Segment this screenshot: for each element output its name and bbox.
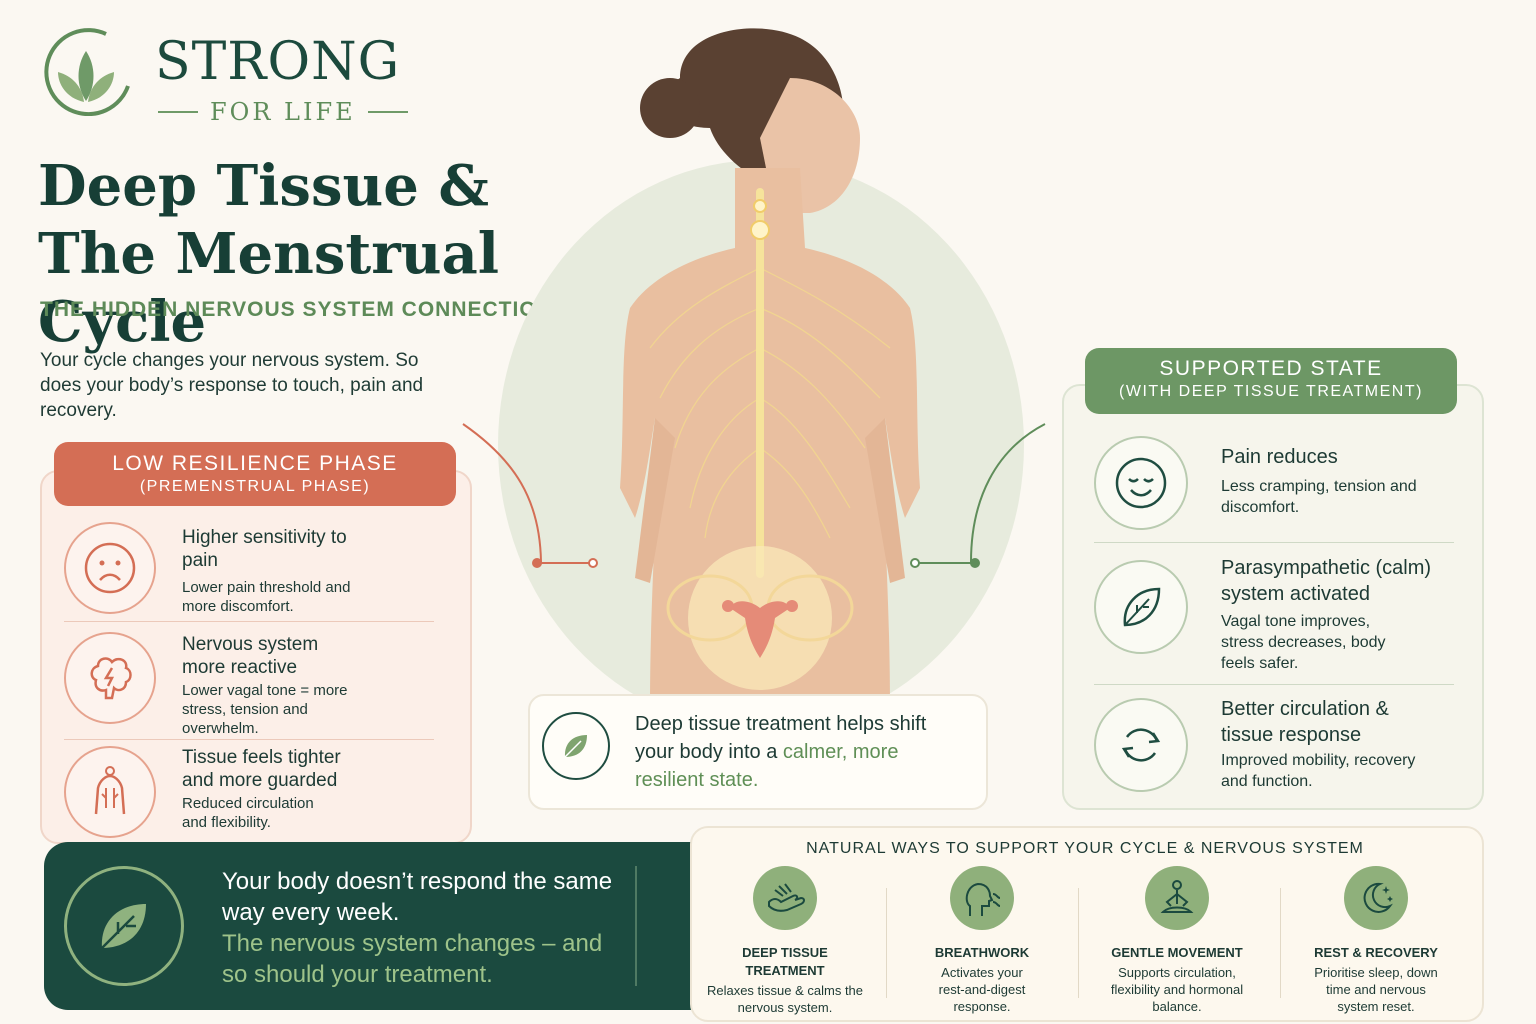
way-title: BREATHWORK xyxy=(934,945,1030,960)
divider xyxy=(886,888,887,998)
leaf-icon xyxy=(542,712,610,780)
center-callout-text: Deep tissue treatment helps shift your b… xyxy=(635,710,965,794)
sup-item-title: Parasympathetic (calm) system activated xyxy=(1221,557,1432,605)
meditation-icon xyxy=(1145,866,1209,930)
brand-name: STRONG xyxy=(155,32,401,92)
sup-item-desc: Vagal tone improves, stress decreases, b… xyxy=(1221,613,1386,672)
way-rest-recovery: REST & RECOVERY Prioritise sleep, down t… xyxy=(1281,866,1471,1015)
center-text-main: Deep tissue treatment helps shift your b… xyxy=(635,713,927,763)
logo-leaves-icon xyxy=(44,28,130,116)
back-body-illustration xyxy=(620,28,920,708)
low-phase-connector xyxy=(462,423,598,568)
center-text-highlight: calmer, more resilient state. xyxy=(635,741,899,791)
page-title: Deep Tissue & The Menstrual Cycle xyxy=(38,152,638,356)
natural-ways-panel xyxy=(690,826,1484,1022)
low-item-pain: Higher sensitivity to pain Lower pain th… xyxy=(64,522,434,618)
way-deep-tissue: DEEP TISSUE TREATMENT Relaxes tissue & c… xyxy=(690,866,880,1016)
sup-item-circulation: Better circulation & tissue response Imp… xyxy=(1094,698,1464,798)
way-desc: Supports circulation, flexibility and ho… xyxy=(1110,965,1244,1014)
sup-item-desc: Less cramping, tension and discomfort. xyxy=(1221,478,1417,516)
way-title: GENTLE MOVEMENT xyxy=(1111,945,1243,960)
page-subtitle: THE HIDDEN NERVOUS SYSTEM CONNECTION xyxy=(40,298,553,321)
low-item-title: Higher sensitivity to pain xyxy=(182,527,347,571)
low-phase-subtitle: (PREMENSTRUAL PHASE) xyxy=(139,478,371,495)
back-muscles-icon xyxy=(64,746,156,838)
low-item-title: Tissue feels tighter and more guarded xyxy=(182,747,341,791)
low-item-title: Nervous system more reactive xyxy=(182,634,319,678)
way-title: DEEP TISSUE TREATMENT xyxy=(742,945,828,978)
banner-text: Your body doesn’t respond the same way e… xyxy=(222,866,622,990)
leaf-icon xyxy=(64,866,184,986)
divider xyxy=(1280,888,1281,998)
way-title: REST & RECOVERY xyxy=(1314,945,1438,960)
intro-text: Your cycle changes your nervous system. … xyxy=(40,350,424,421)
divider xyxy=(1078,888,1079,998)
brand-tagline-text: FOR LIFE xyxy=(210,98,356,126)
calm-face-icon xyxy=(1094,436,1188,530)
low-item-nervous: Nervous system more reactive Lower vagal… xyxy=(64,632,434,737)
sad-face-icon xyxy=(64,522,156,614)
brand-tagline: FOR LIFE xyxy=(158,98,408,126)
supported-subtitle: (WITH DEEP TISSUE TREATMENT) xyxy=(1119,383,1423,400)
low-resilience-header: LOW RESILIENCE PHASE (PREMENSTRUAL PHASE… xyxy=(54,442,456,506)
banner-line-2: The nervous system changes – and so shou… xyxy=(222,930,603,988)
natural-ways-title: NATURAL WAYS TO SUPPORT YOUR CYCLE & NER… xyxy=(806,840,1364,857)
way-desc: Prioritise sleep, down time and nervous … xyxy=(1314,965,1438,1014)
divider xyxy=(64,739,434,740)
low-item-desc: Lower vagal tone = more stress, tension … xyxy=(182,682,348,737)
way-desc: Relaxes tissue & calms the nervous syste… xyxy=(706,983,864,1015)
brain-lightning-icon xyxy=(64,632,156,724)
supported-header: SUPPORTED STATE (WITH DEEP TISSUE TREATM… xyxy=(1085,348,1457,414)
low-phase-title: LOW RESILIENCE PHASE xyxy=(112,452,398,475)
sup-item-title: Pain reduces xyxy=(1221,446,1338,468)
sup-item-title: Better circulation & tissue response xyxy=(1221,698,1389,746)
banner-line-1: Your body doesn’t respond the same way e… xyxy=(222,868,613,926)
divider xyxy=(1094,542,1454,543)
low-item-tissue: Tissue feels tighter and more guarded Re… xyxy=(64,746,434,838)
moon-stars-icon xyxy=(1344,866,1408,930)
sup-item-parasympathetic: Parasympathetic (calm) system activated … xyxy=(1094,557,1464,680)
sup-item-pain: Pain reduces Less cramping, tension and … xyxy=(1094,436,1464,532)
breath-head-icon xyxy=(950,866,1014,930)
hands-icon xyxy=(753,866,817,930)
way-desc: Activates your rest-and-digest response. xyxy=(938,965,1026,1014)
way-gentle-movement: GENTLE MOVEMENT Supports circulation, fl… xyxy=(1082,866,1272,1015)
supported-title: SUPPORTED STATE xyxy=(1159,357,1383,380)
supported-connector xyxy=(910,423,1046,568)
divider xyxy=(1094,684,1454,685)
leaf-icon xyxy=(1094,560,1188,654)
divider xyxy=(64,621,434,622)
low-item-desc: Reduced circulation and flexibility. xyxy=(182,795,314,831)
low-item-desc: Lower pain threshold and more discomfort… xyxy=(182,579,351,615)
circulation-arrows-icon xyxy=(1094,698,1188,792)
title-line-2: The Menstrual Cycle xyxy=(38,221,500,355)
banner-divider xyxy=(635,866,637,986)
way-breathwork: BREATHWORK Activates your rest-and-diges… xyxy=(887,866,1077,1015)
sup-item-desc: Improved mobility, recovery and function… xyxy=(1221,752,1416,790)
title-line-1: Deep Tissue & xyxy=(38,153,489,219)
